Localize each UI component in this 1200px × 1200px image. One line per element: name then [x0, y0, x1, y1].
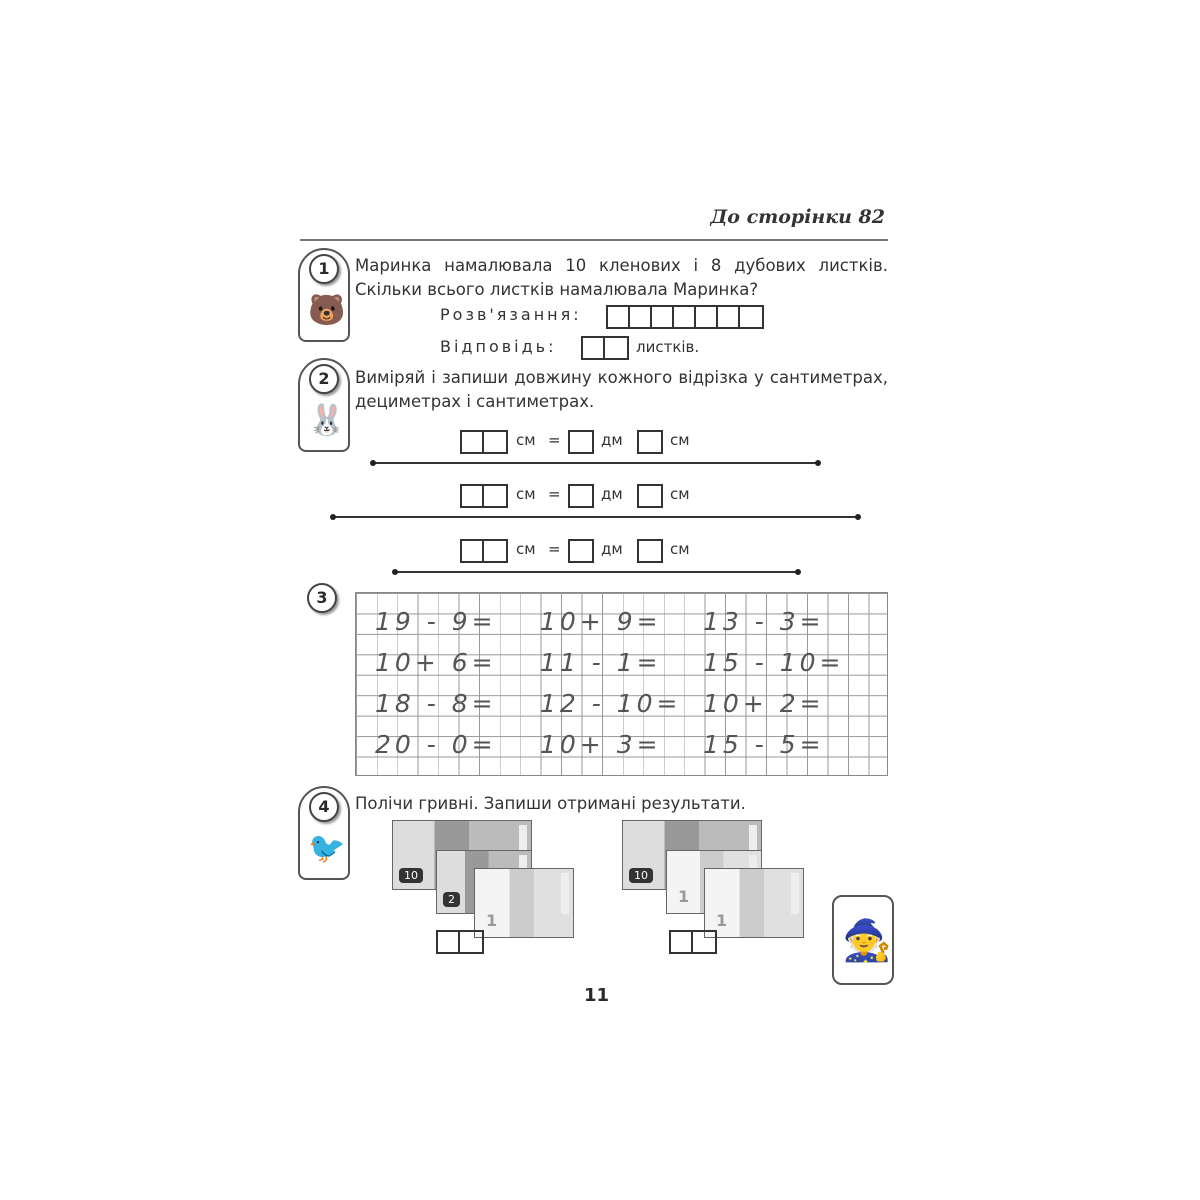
equals-sign: = [548, 431, 561, 449]
gnome-frame: 🧙 [832, 895, 894, 985]
cm-label: см [670, 485, 690, 503]
task-2-badge: 2 🐰 [298, 358, 350, 452]
cm-total-boxes[interactable] [460, 430, 508, 454]
rabbit-icon: 🐰 [308, 403, 346, 438]
page-number: 11 [584, 985, 610, 1006]
expression: 15 - 5= [703, 730, 825, 759]
task-3-number: 3 [307, 583, 337, 613]
banknote-denomination: 2 [443, 892, 460, 907]
dm-box[interactable] [568, 430, 594, 454]
task-2-text-line1: Виміряй і запиши довжину кожного відрізк… [355, 368, 888, 387]
dm-label: дм [601, 431, 623, 449]
banknote-denomination: 1 [678, 887, 690, 906]
gnome-icon: 🧙 [842, 918, 892, 964]
task-number: 1 [309, 254, 339, 284]
dm-label: дм [601, 485, 623, 503]
expression: 13 - 3= [703, 607, 825, 636]
task-1-text-line2: Скільки всього листків намалювала Маринк… [355, 280, 759, 299]
solution-label: Розв'язання: [440, 305, 582, 324]
dm-box[interactable] [568, 484, 594, 508]
banknote-denomination: 10 [629, 868, 653, 883]
expression: 11 - 1= [540, 648, 662, 677]
cm-label: см [516, 485, 536, 503]
cm-label: см [670, 431, 690, 449]
header-divider [300, 239, 888, 241]
solution-boxes[interactable] [606, 305, 764, 329]
cm-total-boxes[interactable] [460, 484, 508, 508]
grid-paper [355, 592, 888, 776]
task-4-text: Полічи гривні. Запиши отримані результат… [355, 794, 746, 813]
page-header-title: До сторінки 82 [710, 206, 885, 228]
result-boxes-2[interactable] [669, 930, 717, 954]
expression: 20 - 0= [375, 730, 497, 759]
equals-sign: = [548, 540, 561, 558]
expression: 19 - 9= [375, 607, 497, 636]
task-1-badge: 1 🐻 [298, 248, 350, 342]
segment-3 [392, 569, 801, 575]
cm-box[interactable] [637, 484, 663, 508]
expression: 10+ 6= [375, 648, 497, 677]
expression: 10+ 3= [540, 730, 662, 759]
answer-boxes[interactable] [581, 336, 629, 360]
task-number: 4 [309, 792, 339, 822]
task-1-text-line1: Маринка намалювала 10 кленових і 8 дубов… [355, 256, 888, 275]
banknote-denomination: 10 [399, 868, 423, 883]
segment-1 [370, 460, 821, 466]
expression: 18 - 8= [375, 689, 497, 718]
banknote: 1 [474, 868, 574, 938]
task-4-badge: 4 🐦 [298, 786, 350, 880]
result-boxes-1[interactable] [436, 930, 484, 954]
bear-icon: 🐻 [308, 293, 346, 328]
cm-label: см [516, 540, 536, 558]
task-number: 2 [309, 364, 339, 394]
task-2-text-line2: дециметрах і сантиметрах. [355, 392, 595, 411]
cm-total-boxes[interactable] [460, 539, 508, 563]
equals-sign: = [548, 485, 561, 503]
answer-unit: листків. [636, 338, 700, 356]
dm-label: дм [601, 540, 623, 558]
expression: 10+ 9= [540, 607, 662, 636]
expression: 12 - 10= [540, 689, 682, 718]
banknote-denomination: 1 [716, 911, 728, 930]
dm-box[interactable] [568, 539, 594, 563]
expression: 15 - 10= [703, 648, 845, 677]
cm-box[interactable] [637, 430, 663, 454]
bird-icon: 🐦 [308, 831, 346, 866]
cm-box[interactable] [637, 539, 663, 563]
cm-label: см [516, 431, 536, 449]
segment-2 [330, 514, 861, 520]
banknote: 1 [704, 868, 804, 938]
cm-label: см [670, 540, 690, 558]
answer-label: Відповідь: [440, 337, 557, 356]
banknote-denomination: 1 [486, 911, 498, 930]
expression: 10+ 2= [703, 689, 825, 718]
